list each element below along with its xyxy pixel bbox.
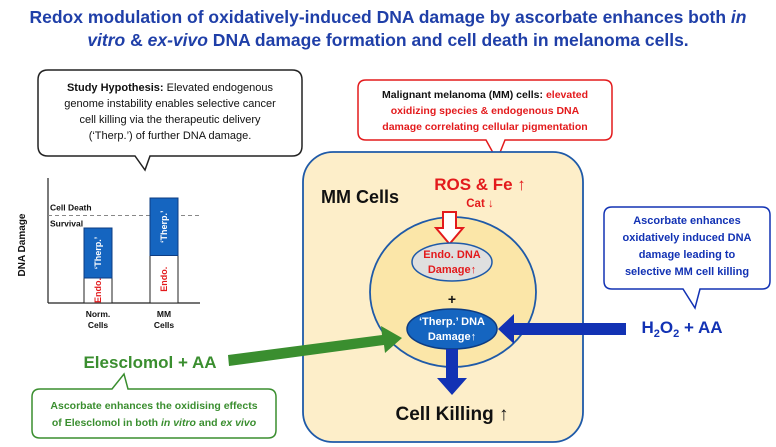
title-text-6: DNA damage formation and cell death in m…	[207, 30, 689, 50]
endo-dna-damage-node	[411, 242, 493, 282]
therp-line2: Damage↑	[428, 331, 476, 343]
endo-line2: Damage↑	[428, 264, 476, 276]
category-label-norm-1: Norm.	[86, 309, 111, 319]
threshold-label-below: Survival	[50, 219, 83, 229]
bar-label-endo-1: Endo.	[159, 267, 169, 292]
title-text-4: &	[125, 30, 148, 50]
threshold-label-above: Cell Death	[50, 203, 92, 213]
ascorbate-line4: selective MM cell killing	[625, 266, 749, 278]
ros-to-damage-arrow	[433, 211, 466, 246]
svg-text:Study Hypothesis: Elevated end: Study Hypothesis: Elevated endogenous	[67, 82, 274, 94]
bar-therp-1	[149, 197, 179, 256]
hypothesis-line2: genome instability enables selective can…	[64, 98, 276, 110]
melanoma-line1-red: elevated	[546, 89, 588, 101]
melanoma-line1-black: Malignant melanoma (MM) cells:	[382, 89, 546, 101]
category-label-norm-2: Cells	[88, 320, 109, 330]
catalase-label: Cat ↓	[466, 198, 493, 210]
category-label-mm-1: MM	[157, 309, 171, 319]
page-title: Redox modulation of oxidatively-induced …	[0, 6, 776, 52]
hypothesis-line3: cell killing via the therapeutic deliver…	[80, 114, 261, 126]
plus-sign: +	[448, 291, 456, 307]
bar-label-therp-0: ‘Therp.’	[93, 237, 103, 270]
ascorbate-line1: Ascorbate enhances	[633, 215, 741, 227]
hypothesis-callout: Study Hypothesis: Elevated endogenous ge…	[37, 69, 303, 172]
elesclomol-callout: Ascorbate enhances the oxidising effects…	[31, 372, 277, 439]
hypothesis-bold: Study Hypothesis:	[67, 82, 164, 94]
endo-line1: Endo. DNA	[423, 249, 480, 261]
title-text-3: vitro	[87, 30, 126, 50]
melanoma-line3: damage correlating cellular pigmentation	[382, 121, 587, 133]
hypothesis-line1: Elevated endogenous	[164, 82, 274, 94]
title-text-5: ex-vivo	[147, 30, 208, 50]
elesclomol-box-line2: of Elesclomol in both in vitro and ex vi…	[52, 417, 257, 429]
ascorbate-callout: Ascorbate enhances oxidatively induced D…	[603, 206, 771, 310]
h2o2-label: H2O2 + AA	[641, 318, 722, 340]
elesclomol-label: Elesclomol + AA	[83, 353, 216, 372]
svg-text:Malignant melanoma (MM) cells:: Malignant melanoma (MM) cells: elevated	[382, 89, 588, 101]
mm-cells-label: MM Cells	[321, 187, 399, 207]
title-text-1: Redox modulation of oxidatively-induced …	[29, 7, 731, 27]
bar-therp-0	[83, 227, 113, 279]
y-axis-label: DNA Damage	[17, 213, 28, 276]
therp-line1: ‘Therp.’ DNA	[419, 316, 485, 328]
cell-killing-label: Cell Killing ↑	[396, 404, 509, 425]
therp-dna-damage-node	[406, 308, 498, 350]
elesclomol-box-line1: Ascorbate enhances the oxidising effects	[50, 400, 257, 412]
hypothesis-line4: (‘Therp.’) of further DNA damage.	[89, 130, 252, 142]
category-label-mm-2: Cells	[154, 320, 175, 330]
melanoma-line2: oxidizing species & endogenous DNA	[391, 105, 580, 117]
ros-fe-label: ROS & Fe ↑	[434, 175, 526, 194]
bar-label-endo-0: Endo.	[93, 278, 103, 303]
elesclomol-arrow	[228, 326, 402, 366]
title-text-2: in	[730, 7, 747, 27]
bar-label-therp-1: ‘Therp.’	[159, 210, 169, 243]
h2o2-arrow	[498, 314, 626, 344]
damage-to-killing-arrow	[437, 349, 467, 395]
ascorbate-line2: oxidatively induced DNA	[623, 232, 752, 244]
dna-damage-chart: DNA Damage Cell Death Survival Endo. ‘The…	[17, 178, 200, 330]
ascorbate-line3: damage leading to	[639, 249, 736, 261]
melanoma-callout: Malignant melanoma (MM) cells: elevated …	[357, 79, 613, 162]
bar-endo-0	[83, 277, 113, 304]
